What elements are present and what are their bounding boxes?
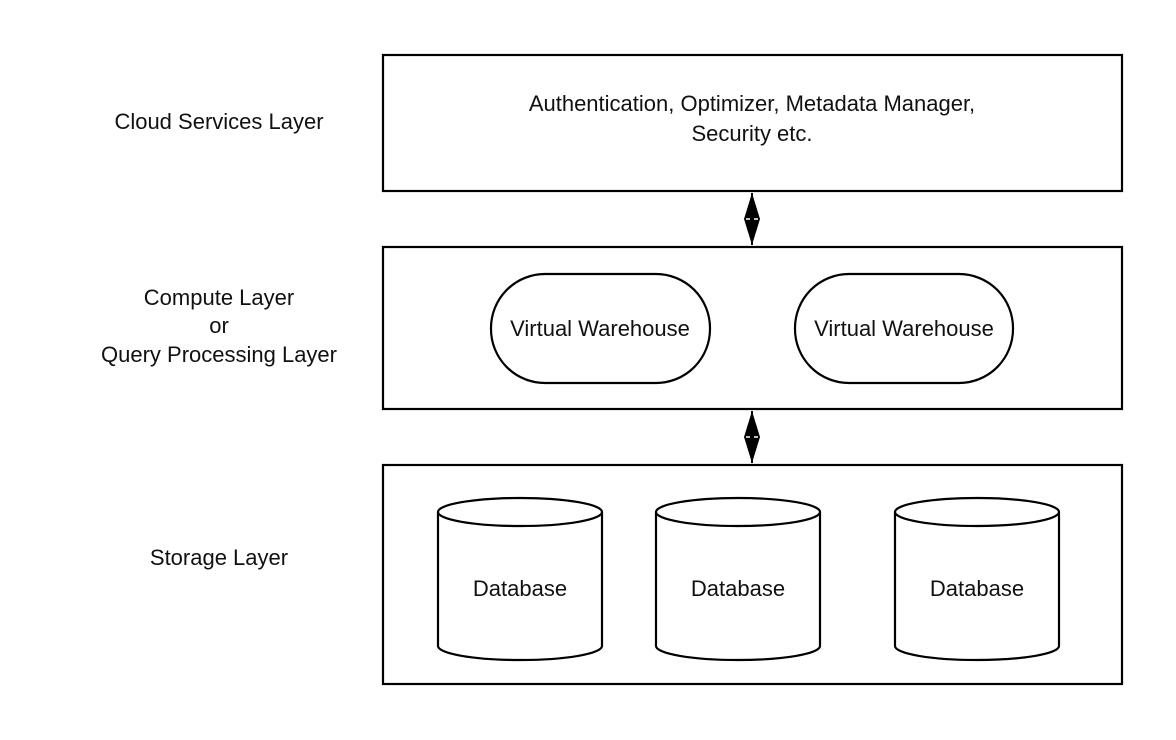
cloud-services-content-line-1: Authentication, Optimizer, Metadata Mana… — [529, 91, 975, 116]
storage-layer: Storage Layer Database Database Databa — [150, 463, 1124, 686]
virtual-warehouse-label: Virtual Warehouse — [510, 316, 690, 341]
virtual-warehouse-shape — [793, 272, 1015, 385]
bidirectional-arrow-icon — [744, 411, 760, 463]
virtual-warehouse-node: Virtual Warehouse — [489, 272, 712, 385]
compute-layer-label-line-1: Compute Layer — [144, 285, 294, 310]
storage-layer-label: Storage Layer — [150, 545, 288, 570]
virtual-warehouse-shape — [489, 272, 712, 385]
cloud-services-content-line-2: Security etc. — [691, 121, 812, 146]
database-label: Database — [691, 576, 785, 601]
database-node: Database — [893, 496, 1061, 662]
virtual-warehouse-node: Virtual Warehouse — [793, 272, 1015, 385]
database-cylinder-icon — [654, 496, 822, 662]
compute-layer-label-line-3: Query Processing Layer — [101, 342, 337, 367]
compute-layer-label-line-2: or — [209, 313, 229, 338]
virtual-warehouse-label: Virtual Warehouse — [814, 316, 994, 341]
compute-layer: Compute Layer or Query Processing Layer … — [101, 245, 1124, 411]
database-cylinder-icon — [436, 496, 604, 662]
database-node: Database — [654, 496, 822, 662]
cloud-services-box — [381, 53, 1124, 193]
database-node: Database — [436, 496, 604, 662]
database-cylinder-icon — [893, 496, 1061, 662]
database-label: Database — [473, 576, 567, 601]
cloud-services-layer-label: Cloud Services Layer — [114, 109, 323, 134]
bidirectional-arrow-icon — [744, 193, 760, 245]
database-label: Database — [930, 576, 1024, 601]
cloud-services-layer: Cloud Services Layer Authentication, Opt… — [114, 53, 1124, 193]
